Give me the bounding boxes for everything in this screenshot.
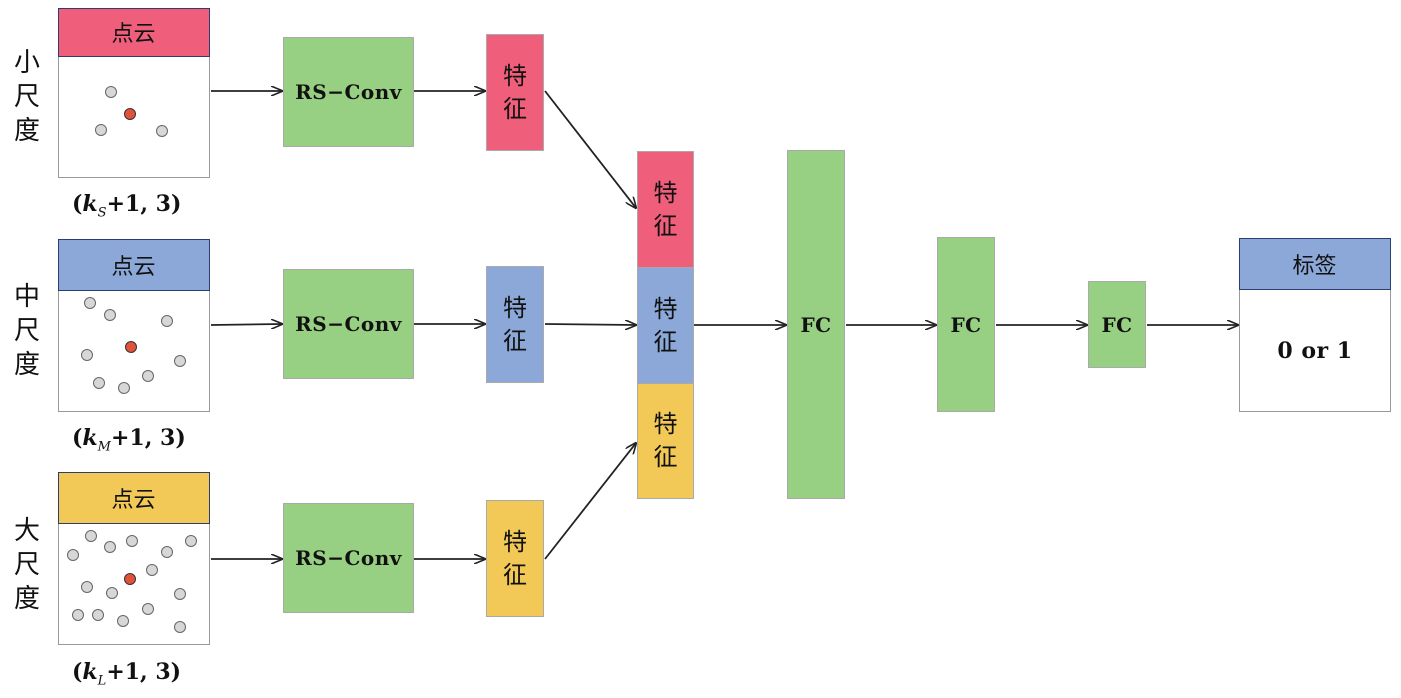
dimension-label-small: (kS+1, 3)	[72, 191, 182, 221]
point-cloud-medium: 点云	[57, 238, 210, 412]
point	[118, 382, 130, 394]
fc-layer-3: FC	[1088, 281, 1146, 368]
point	[85, 530, 97, 542]
point	[67, 549, 79, 561]
center-point	[125, 341, 137, 353]
feature-large: 特征	[486, 500, 544, 617]
center-point	[124, 108, 136, 120]
point	[185, 535, 197, 547]
arrow-large-feature-to-concat	[544, 443, 636, 560]
point	[156, 125, 168, 137]
rs-conv-small: RS−Conv	[283, 37, 414, 147]
point	[161, 546, 173, 558]
concatenated-features: 特征 特征 特征	[637, 151, 694, 499]
point	[106, 587, 118, 599]
point	[95, 124, 107, 136]
fc-layer-2: FC	[937, 237, 995, 412]
dimension-label-medium: (kM+1, 3)	[72, 425, 186, 455]
point	[92, 609, 104, 621]
feature-small: 特征	[486, 34, 544, 151]
concat-feature-large: 特征	[637, 383, 694, 499]
point	[161, 315, 173, 327]
point	[104, 309, 116, 321]
output-box: 标签 0 or 1	[1238, 237, 1391, 412]
point	[146, 564, 158, 576]
concat-feature-medium: 特征	[637, 267, 694, 384]
point	[93, 377, 105, 389]
point	[126, 535, 138, 547]
point	[81, 581, 93, 593]
point-cloud-large-header: 点云	[57, 471, 210, 524]
feature-medium: 特征	[486, 266, 544, 383]
output-value: 0 or 1	[1277, 338, 1353, 364]
concat-feature-small: 特征	[637, 151, 694, 268]
point-cloud-large: 点云	[57, 471, 210, 645]
rs-conv-large: RS−Conv	[283, 503, 414, 613]
point	[84, 297, 96, 309]
point	[117, 615, 129, 627]
center-point	[124, 573, 136, 585]
point	[142, 370, 154, 382]
point	[81, 349, 93, 361]
fc-layer-1: FC	[787, 150, 845, 499]
scale-label-small: 小尺度	[13, 48, 40, 146]
output-header: 标签	[1238, 237, 1391, 290]
point	[104, 541, 116, 553]
point	[72, 609, 84, 621]
point-cloud-small: 点云	[57, 7, 210, 178]
point	[174, 621, 186, 633]
arrow-medium-to-conv	[210, 324, 282, 325]
dimension-label-large: (kL+1, 3)	[72, 659, 182, 689]
point	[105, 86, 117, 98]
point	[142, 603, 154, 615]
scale-label-medium: 中尺度	[13, 282, 40, 380]
rs-conv-medium: RS−Conv	[283, 269, 414, 379]
scale-label-large: 大尺度	[13, 516, 40, 614]
arrow-small-feature-to-concat	[544, 90, 636, 208]
point-cloud-small-header: 点云	[57, 7, 210, 57]
point-cloud-medium-header: 点云	[57, 238, 210, 291]
arrow-medium-feature-to-concat	[544, 324, 636, 325]
point	[174, 588, 186, 600]
point	[174, 355, 186, 367]
